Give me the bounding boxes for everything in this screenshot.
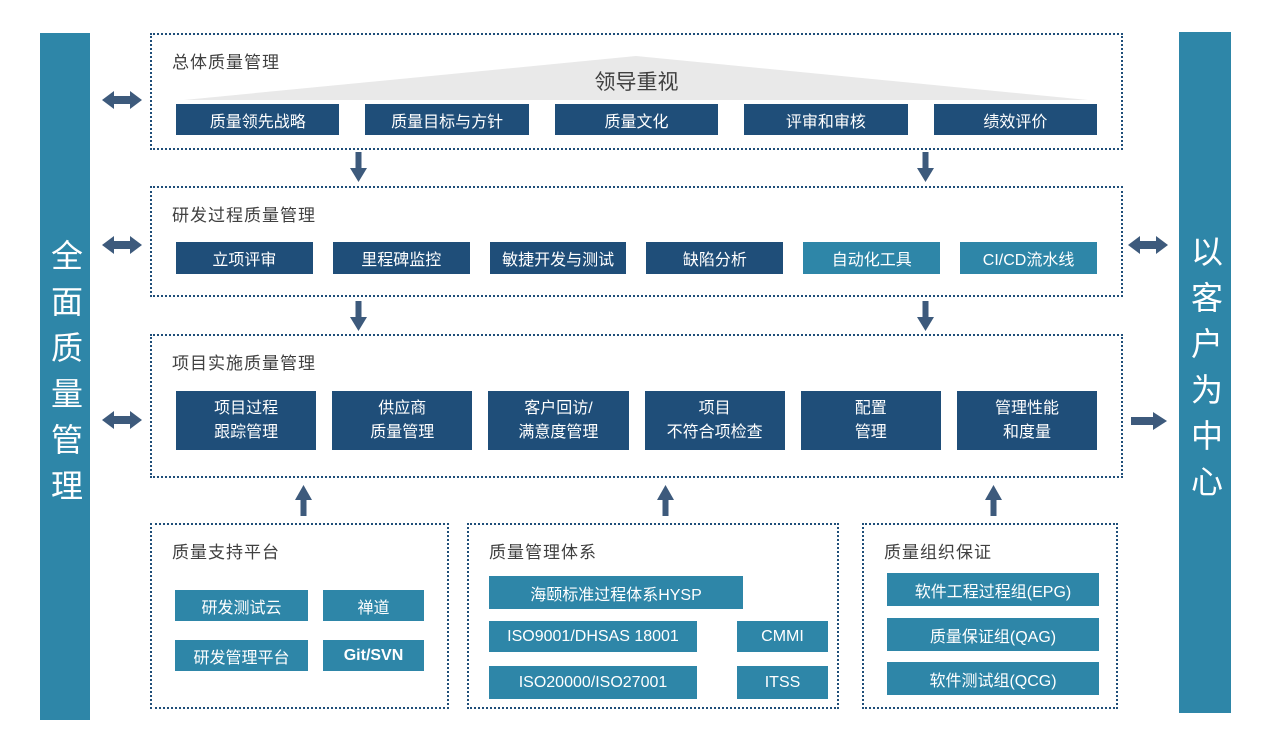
btn-epg-group: 软件工程过程组(EPG)	[887, 573, 1099, 606]
btn-cicd-pipeline: CI/CD流水线	[960, 242, 1097, 274]
btn-automation-tools: 自动化工具	[803, 242, 941, 274]
btn-iso9001-18001: ISO9001/DHSAS 18001	[489, 621, 697, 652]
btn-defect-analysis: 缺陷分析	[646, 242, 784, 274]
btn-mgmt-performance-measure: 管理性能 和度量	[956, 391, 1098, 450]
overall-button-row: 质量领先战略 质量目标与方针 质量文化 评审和审核 绩效评价	[176, 104, 1098, 135]
btn-quality-goals-policy: 质量目标与方针	[365, 104, 529, 135]
btn-project-nonconformity-check: 项目 不符合项检查	[644, 391, 785, 450]
left-banner-label: 全面质量管理	[47, 238, 83, 515]
section-overall-quality: 总体质量管理 领导重视 质量领先战略 质量目标与方针 质量文化 评审和审核 绩效…	[150, 33, 1123, 150]
project-button-row: 项目过程 跟踪管理 供应商 质量管理 客户回访/ 满意度管理 项目 不符合项检查…	[176, 391, 1098, 450]
section-title-organization: 质量组织保证	[884, 543, 992, 562]
down-arrow-icon	[350, 301, 367, 331]
rnd-button-row: 立项评审 里程碑监控 敏捷开发与测试 缺陷分析 自动化工具 CI/CD流水线	[176, 242, 1097, 274]
btn-review-audit: 评审和审核	[744, 104, 908, 135]
btn-milestone-monitoring: 里程碑监控	[332, 242, 470, 274]
leadership-banner-label: 领导重视	[594, 71, 679, 94]
btn-agile-dev-test: 敏捷开发与测试	[489, 242, 627, 274]
btn-hysp-standard-process: 海颐标准过程体系HYSP	[489, 576, 743, 609]
right-arrow-icon	[1131, 409, 1167, 433]
down-arrow-icon	[350, 152, 367, 182]
section-quality-system: 质量管理体系 海颐标准过程体系HYSP ISO9001/DHSAS 18001 …	[467, 523, 839, 709]
btn-cmmi: CMMI	[737, 621, 828, 652]
btn-qag-group: 质量保证组(QAG)	[887, 618, 1099, 651]
btn-performance-eval: 绩效评价	[933, 104, 1098, 135]
up-arrow-icon	[985, 485, 1002, 516]
down-arrow-icon	[917, 152, 934, 182]
section-title-rnd: 研发过程质量管理	[172, 206, 316, 225]
right-banner-label: 以客户为中心	[1187, 234, 1223, 511]
double-arrow-icon	[1128, 233, 1168, 257]
btn-quality-culture: 质量文化	[554, 104, 719, 135]
left-banner-bar: 全面质量管理	[40, 33, 90, 720]
btn-quality-strategy: 质量领先战略	[176, 104, 340, 135]
leadership-triangle	[184, 56, 1088, 100]
section-title-project: 项目实施质量管理	[172, 354, 316, 373]
btn-itss: ITSS	[737, 666, 828, 699]
btn-iso20000-27001: ISO20000/ISO27001	[489, 666, 697, 699]
section-title-support: 质量支持平台	[172, 543, 280, 562]
section-title-overall: 总体质量管理	[172, 53, 280, 72]
section-organization: 质量组织保证 软件工程过程组(EPG) 质量保证组(QAG) 软件测试组(QCG…	[862, 523, 1118, 709]
down-arrow-icon	[917, 301, 934, 331]
section-project-impl-quality: 项目实施质量管理 项目过程 跟踪管理 供应商 质量管理 客户回访/ 满意度管理 …	[150, 334, 1123, 478]
btn-zentao: 禅道	[323, 590, 424, 621]
up-arrow-icon	[295, 485, 312, 516]
btn-rd-test-cloud: 研发测试云	[175, 590, 308, 621]
btn-project-approval-review: 立项评审	[176, 242, 313, 274]
btn-project-process-tracking: 项目过程 跟踪管理	[176, 391, 317, 450]
btn-rd-mgmt-platform: 研发管理平台	[175, 640, 308, 671]
double-arrow-icon	[102, 408, 142, 432]
section-support-platform: 质量支持平台 研发测试云 禅道 研发管理平台 Git/SVN	[150, 523, 449, 709]
section-rnd-process-quality: 研发过程质量管理 立项评审 里程碑监控 敏捷开发与测试 缺陷分析 自动化工具 C…	[150, 186, 1123, 297]
section-title-system: 质量管理体系	[489, 543, 597, 562]
btn-qcg-group: 软件测试组(QCG)	[887, 662, 1099, 695]
btn-supplier-quality: 供应商 质量管理	[332, 391, 473, 450]
right-banner-bar: 以客户为中心	[1179, 32, 1231, 713]
double-arrow-icon	[102, 233, 142, 257]
up-arrow-icon	[657, 485, 674, 516]
btn-git-svn: Git/SVN	[323, 640, 424, 671]
support-button-grid: 研发测试云 禅道 研发管理平台 Git/SVN	[175, 590, 424, 671]
btn-customer-visit-satisfaction: 客户回访/ 满意度管理	[488, 391, 629, 450]
double-arrow-icon	[102, 88, 142, 112]
btn-configuration-mgmt: 配置 管理	[800, 391, 941, 450]
